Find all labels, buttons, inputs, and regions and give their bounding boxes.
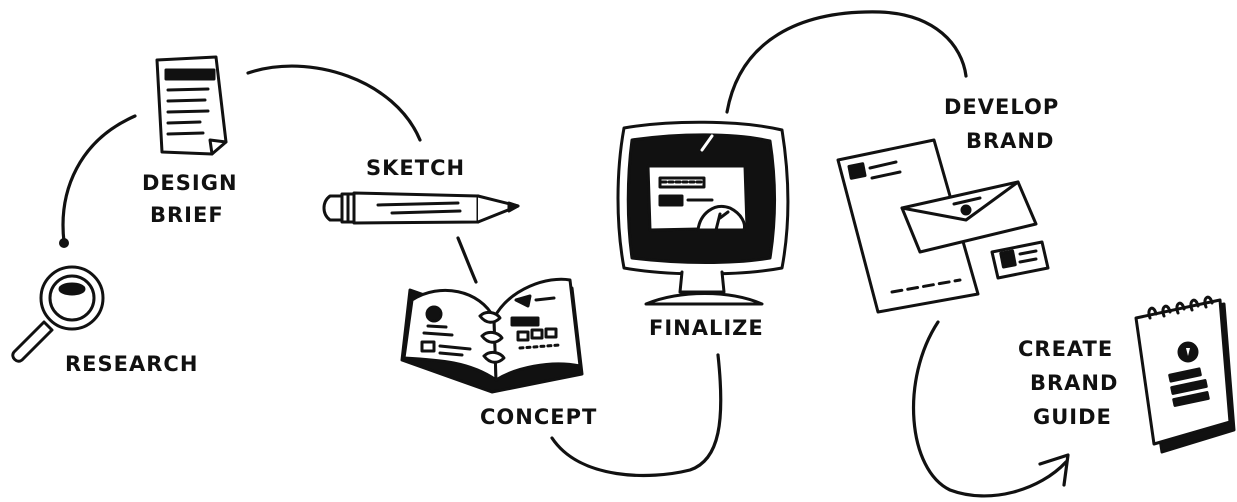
arrow-head [1038, 453, 1070, 487]
connector-concept-finalize [550, 353, 723, 478]
connector-finalize-develop [725, 10, 968, 114]
label-create-brand-guide-line-2: BRAND [1030, 371, 1118, 395]
label-sketch: SKETCH [366, 156, 465, 180]
connector-develop-guide [912, 320, 1068, 498]
connector-brief-sketch [246, 64, 422, 142]
connector-sketch-concept [456, 236, 478, 284]
stationery-icon [836, 138, 1050, 314]
label-develop-brand-line-1: DEVELOP [944, 95, 1059, 119]
monitor-icon [616, 120, 790, 306]
step-labels: RESEARCH DESIGN BRIEF SKETCH CONCEPT FIN… [65, 95, 1118, 429]
label-create-brand-guide-line-3: GUIDE [1033, 405, 1112, 429]
sketchbook-icon [400, 277, 584, 394]
label-create-brand-guide-line-1: CREATE [1018, 337, 1113, 361]
label-concept: CONCEPT [480, 405, 597, 429]
connector-paths [59, 10, 1070, 498]
notepad-icon [1134, 295, 1236, 454]
label-finalize: FINALIZE [649, 316, 764, 340]
path-start-dot [59, 238, 69, 248]
label-design-brief-line-1: DESIGN [142, 171, 238, 195]
label-develop-brand-line-2: BRAND [966, 129, 1054, 153]
label-research: RESEARCH [65, 352, 198, 376]
pencil-icon [322, 191, 520, 225]
label-design-brief-line-2: BRIEF [150, 203, 224, 227]
document-icon [155, 55, 228, 156]
connector-research-brief [61, 114, 137, 244]
magnifying-glass-icon [11, 265, 105, 363]
